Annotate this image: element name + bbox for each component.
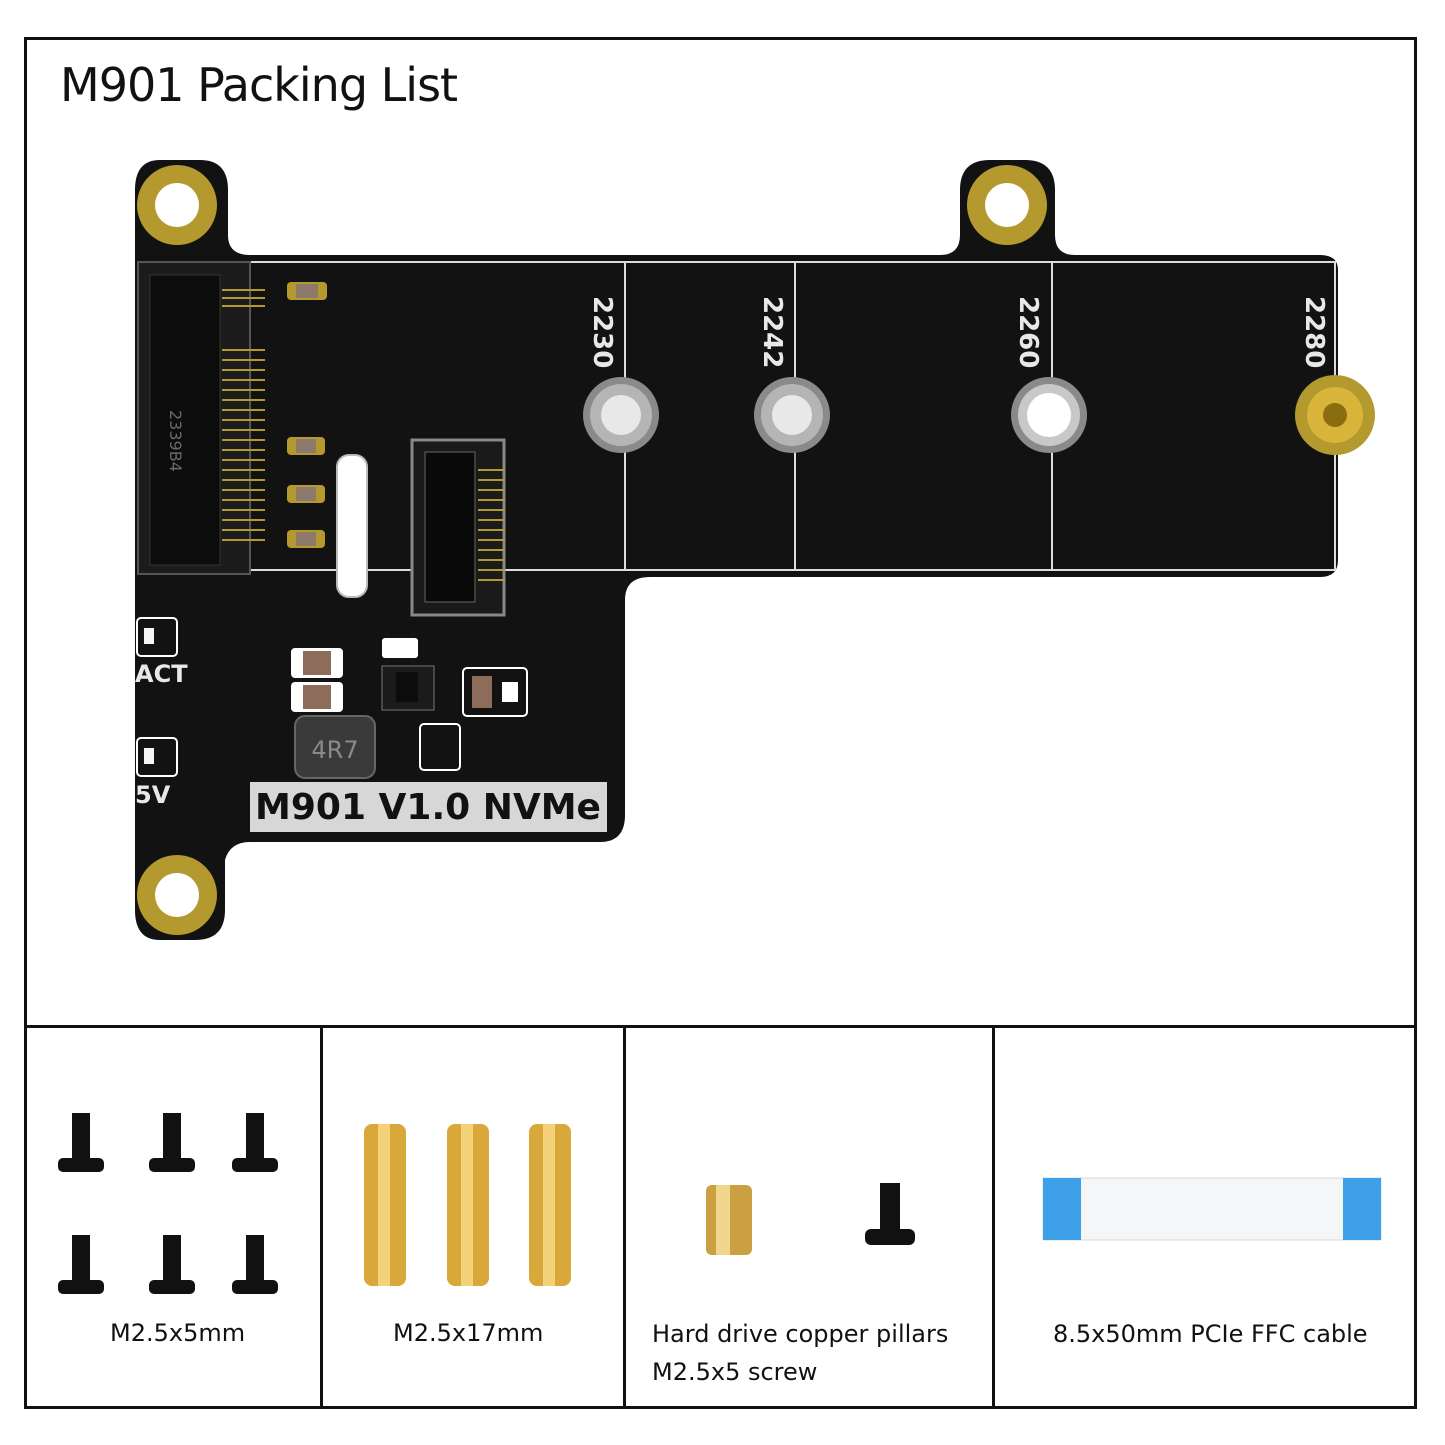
standoff-hole-2242 xyxy=(754,377,830,453)
inductor-label: 4R7 xyxy=(311,736,358,764)
screw xyxy=(149,1235,195,1294)
size-mark-2230: 2230 xyxy=(587,296,617,368)
connector-code: 2339B4 xyxy=(166,410,185,472)
model-label: M901 V1.0 NVMe xyxy=(255,787,601,828)
ffc-connector xyxy=(410,438,506,617)
mounting-hole-top-left xyxy=(137,165,217,245)
standoff-hole-2260 xyxy=(1011,377,1087,453)
mounting-hole-top-right xyxy=(967,165,1047,245)
brass-standoff xyxy=(447,1124,489,1286)
item-label-screw: M2.5x5 screw xyxy=(652,1358,818,1386)
screw xyxy=(232,1113,278,1172)
copper-pillar xyxy=(706,1185,752,1255)
standoff-hole-2280 xyxy=(1295,375,1375,455)
screw xyxy=(149,1113,195,1172)
smd-resistor-bottom xyxy=(419,723,461,771)
brass-standoff xyxy=(364,1124,406,1286)
m2-connector: 2339B4 xyxy=(137,261,251,575)
smd-resistor-right xyxy=(462,667,528,717)
pcb-slot xyxy=(336,454,368,598)
size-mark-2280: 2280 xyxy=(1299,296,1329,368)
item-label-m2-5x5mm: M2.5x5mm xyxy=(110,1319,246,1347)
regulator-chip xyxy=(381,638,435,711)
item-label-ffc-cable: 8.5x50mm PCIe FFC cable xyxy=(1053,1320,1368,1348)
smd-capacitor-bodies xyxy=(296,284,318,546)
packing-list-frame xyxy=(24,37,1417,1409)
act-led: ACT xyxy=(135,617,188,688)
act-led-label: ACT xyxy=(135,660,188,688)
inductor: 4R7 xyxy=(294,715,376,779)
power-led: 5V xyxy=(135,737,178,809)
m2-5x5-screw xyxy=(865,1183,915,1245)
m2-connector-pins xyxy=(222,289,265,541)
brass-standoff xyxy=(529,1124,571,1286)
size-mark-2242: 2242 xyxy=(757,296,787,368)
power-led-label: 5V xyxy=(135,781,171,809)
item-label-copper-pillars: Hard drive copper pillars xyxy=(652,1320,949,1348)
screw xyxy=(58,1235,104,1294)
screw xyxy=(58,1113,104,1172)
page-title: M901 Packing List xyxy=(60,58,458,112)
ffc-connector-pins xyxy=(478,469,505,581)
cell-divider xyxy=(992,1025,995,1409)
screw-set-m2-5x5 xyxy=(58,1113,278,1294)
standoff-set-m2-5x17 xyxy=(364,1124,571,1286)
pcb-body xyxy=(135,160,1338,940)
power-capacitors xyxy=(291,648,343,712)
mounting-hole-bottom-left xyxy=(137,855,217,935)
model-label-plate xyxy=(250,782,607,832)
screw xyxy=(232,1235,278,1294)
cell-divider xyxy=(320,1025,323,1409)
section-divider xyxy=(24,1025,1417,1028)
size-mark-2260: 2260 xyxy=(1013,296,1043,368)
cell-divider xyxy=(623,1025,626,1409)
ffc-cable xyxy=(1042,1177,1382,1241)
item-label-m2-5x17mm: M2.5x17mm xyxy=(393,1319,544,1347)
standoff-hole-2230 xyxy=(583,377,659,453)
